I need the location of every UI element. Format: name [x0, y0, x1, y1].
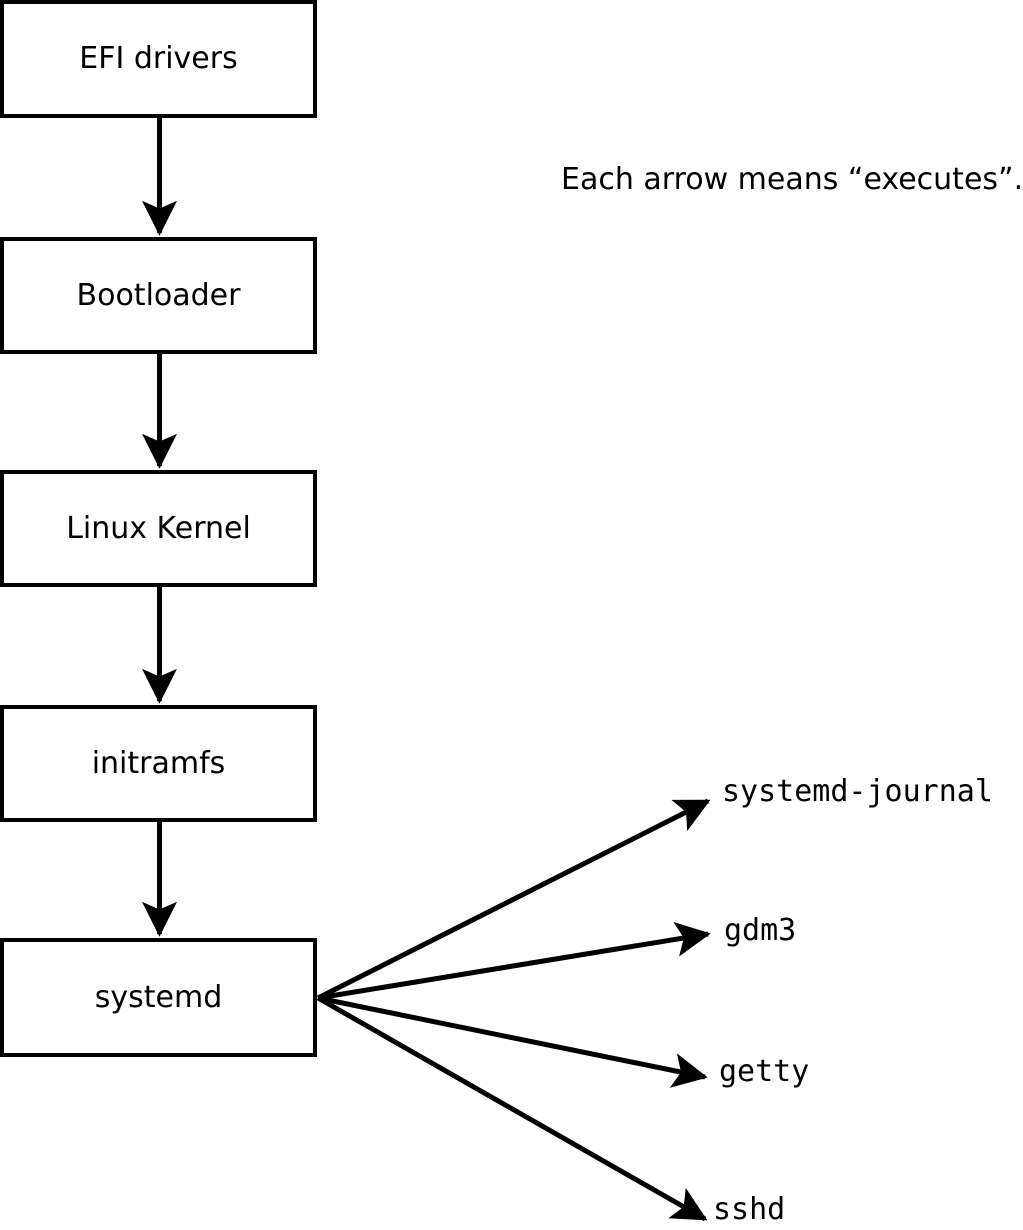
- box-systemd: systemd: [0, 938, 317, 1057]
- arrow-systemd-to-journal: [316, 798, 711, 1001]
- box-systemd-label: systemd: [94, 979, 223, 1015]
- box-linux-kernel-label: Linux Kernel: [66, 510, 251, 546]
- process-label-gdm3: gdm3: [724, 913, 797, 948]
- box-efi-drivers-label: EFI drivers: [79, 41, 238, 76]
- box-linux-kernel: Linux Kernel: [0, 470, 317, 587]
- box-bootloader: Bootloader: [0, 237, 317, 354]
- box-initramfs-label: initramfs: [91, 745, 226, 781]
- box-initramfs: initramfs: [0, 705, 317, 822]
- diagram-caption: Each arrow means “executes”.: [561, 162, 1023, 197]
- arrow-systemd-to-getty: [317, 995, 708, 1088]
- process-label-sshd: sshd: [713, 1192, 786, 1227]
- box-bootloader-label: Bootloader: [76, 277, 241, 313]
- arrow-systemd-to-sshd: [316, 995, 708, 1222]
- box-efi-drivers: EFI drivers: [0, 0, 317, 118]
- process-label-systemd-journal: systemd-journal: [722, 774, 993, 809]
- arrow-systemd-to-gdm3: [317, 921, 711, 1001]
- process-label-getty: getty: [719, 1054, 810, 1089]
